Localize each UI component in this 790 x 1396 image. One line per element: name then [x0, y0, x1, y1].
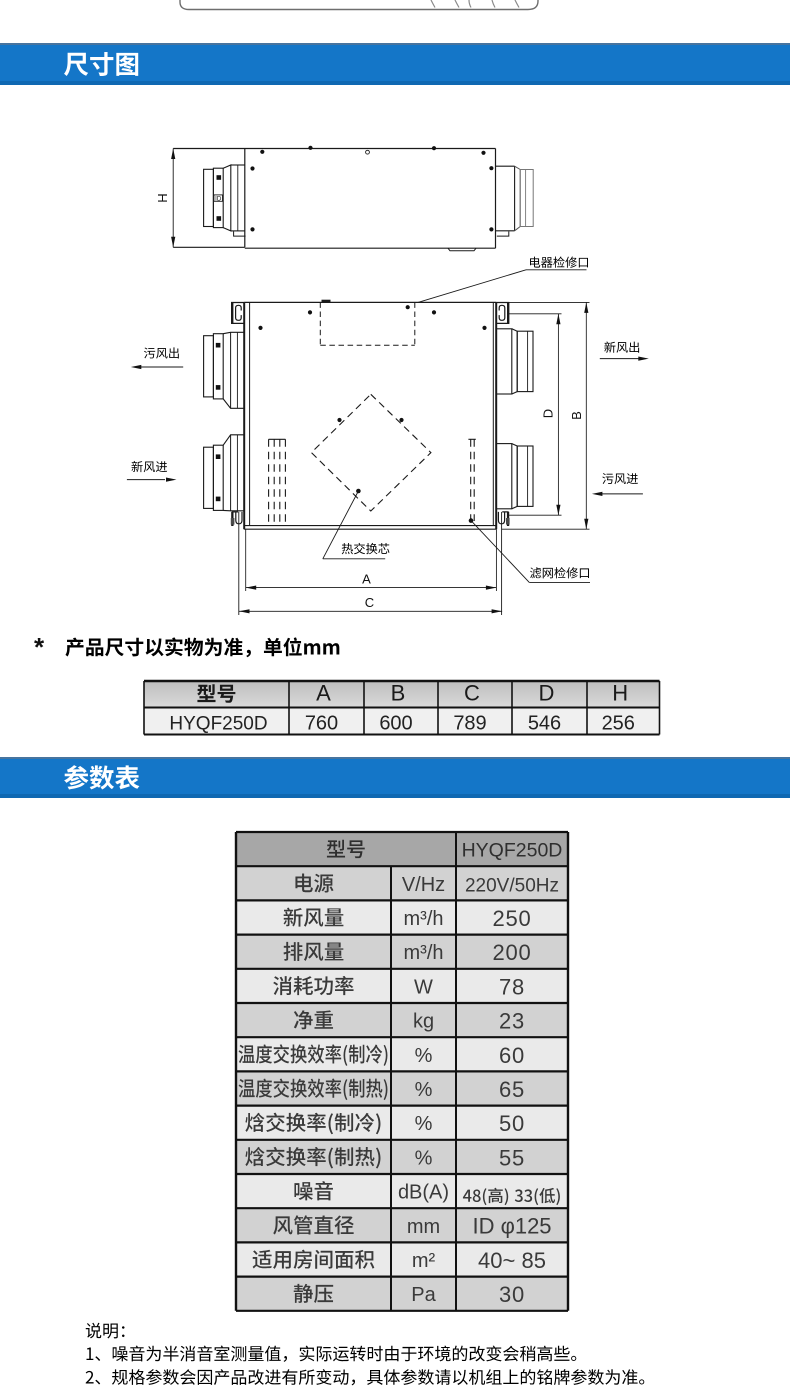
svg-text:B: B [569, 411, 584, 420]
svg-text:250: 250 [492, 906, 531, 931]
svg-text:A: A [362, 572, 371, 587]
svg-text:ID φ125: ID φ125 [472, 1213, 551, 1238]
svg-text:200: 200 [492, 940, 531, 965]
svg-text:65: 65 [499, 1077, 525, 1102]
svg-text:789: 789 [453, 713, 486, 735]
svg-text:A: A [316, 681, 331, 706]
svg-text:*: * [34, 632, 45, 662]
svg-text:78: 78 [499, 974, 525, 999]
svg-text:%: % [415, 1079, 433, 1101]
svg-text:60: 60 [499, 1043, 525, 1068]
svg-text:m³/h: m³/h [404, 942, 444, 964]
svg-text:m³/h: m³/h [404, 908, 444, 930]
svg-text:600: 600 [379, 713, 412, 735]
svg-text:%: % [415, 1113, 433, 1135]
svg-text:H: H [155, 193, 170, 202]
svg-text:%: % [415, 1147, 433, 1169]
svg-text:30: 30 [499, 1282, 525, 1307]
svg-text:%: % [415, 1045, 433, 1067]
svg-text:Pa: Pa [411, 1284, 436, 1306]
svg-text:C: C [365, 595, 374, 610]
svg-text:40~ 85: 40~ 85 [478, 1248, 546, 1273]
svg-text:23: 23 [499, 1009, 525, 1034]
svg-text:ID: ID [215, 196, 222, 203]
svg-text:HYQF250D: HYQF250D [169, 714, 267, 735]
svg-text:B: B [391, 681, 406, 706]
svg-text:C: C [464, 681, 480, 706]
svg-text:V/Hz: V/Hz [402, 874, 445, 896]
svg-text:546: 546 [528, 713, 561, 735]
svg-text:760: 760 [305, 713, 338, 735]
svg-text:H: H [612, 681, 628, 706]
svg-text:W: W [414, 976, 433, 998]
svg-text:m²: m² [412, 1250, 436, 1272]
svg-text:mm: mm [407, 1216, 440, 1238]
svg-text:dB(A): dB(A) [398, 1182, 449, 1204]
svg-text:220V/50Hz: 220V/50Hz [465, 875, 559, 896]
svg-text:HYQF250D: HYQF250D [462, 840, 563, 862]
svg-text:D: D [541, 409, 556, 418]
svg-text:D: D [539, 681, 555, 706]
svg-text:55: 55 [499, 1145, 525, 1170]
svg-text:kg: kg [413, 1011, 434, 1033]
svg-text:50: 50 [499, 1111, 525, 1136]
svg-text:256: 256 [602, 713, 635, 735]
